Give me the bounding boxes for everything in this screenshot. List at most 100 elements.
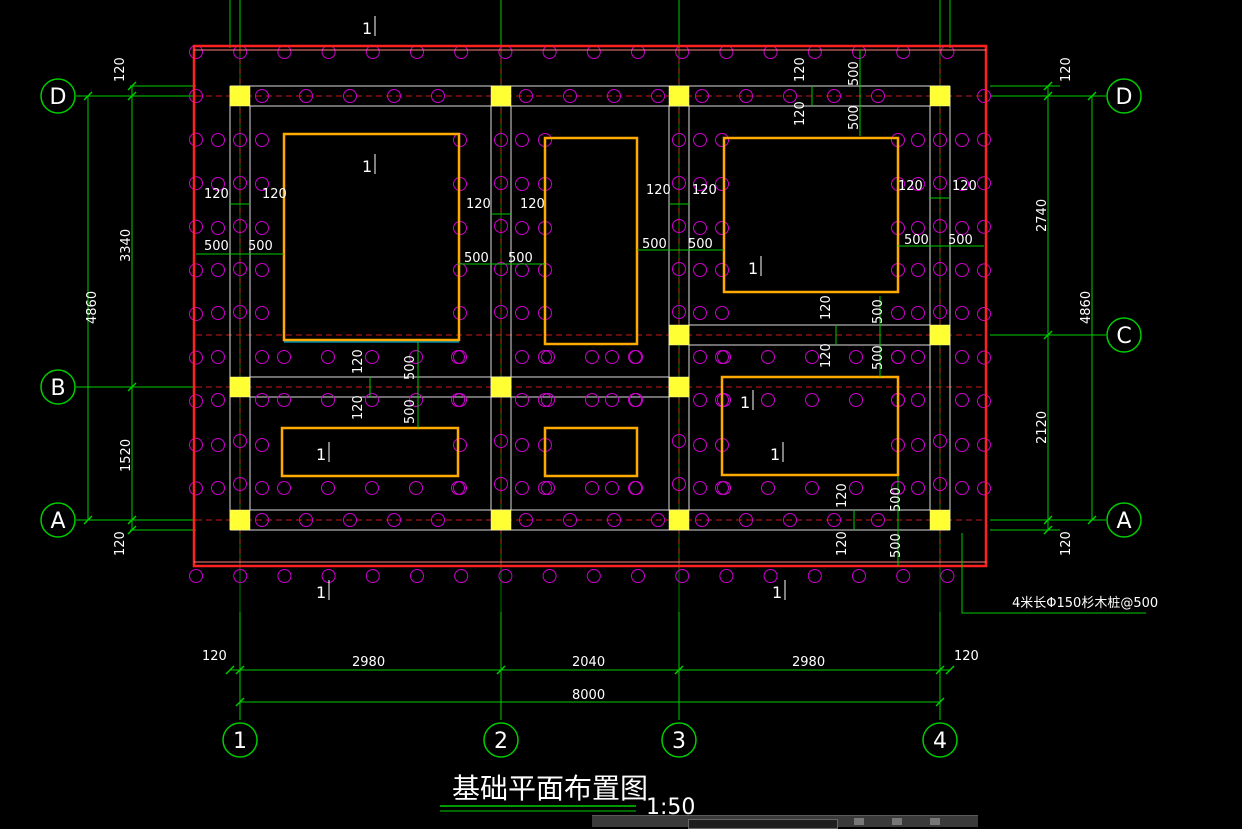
column-9[interactable] (229, 509, 251, 531)
dim-tick-r-5 (1043, 515, 1053, 525)
pile-81 (827, 513, 841, 527)
pile-231 (629, 481, 643, 495)
pile-202 (955, 263, 969, 277)
pile-235 (761, 350, 775, 364)
column-5[interactable] (929, 324, 951, 346)
dim-tick-l-1 (83, 515, 93, 525)
axis-bubble-left-B-label: B (50, 376, 65, 401)
column-3[interactable] (929, 85, 951, 107)
axis-bubble-right-D-label: D (1116, 85, 1133, 110)
axis-bubble-4-circle[interactable] (922, 722, 958, 758)
pit-opening-1[interactable] (543, 136, 639, 346)
minimize-icon[interactable] (854, 818, 864, 825)
pile-239 (805, 393, 819, 407)
pile-98 (672, 133, 686, 147)
axis-bubble-2-circle[interactable] (483, 722, 519, 758)
dim-text-edge-br: 120 (954, 649, 979, 664)
command-field[interactable] (688, 819, 838, 829)
dim-text-pile-0: 500 (204, 239, 229, 254)
pile-200 (955, 177, 969, 191)
pile-210 (277, 481, 291, 495)
pit-opening-3[interactable] (720, 375, 900, 477)
dim-tick-b1-1 (235, 665, 245, 675)
pile-23 (675, 569, 690, 583)
pit-opening-5[interactable] (543, 426, 639, 478)
column-7[interactable] (490, 376, 512, 398)
pit-opening-0[interactable] (282, 132, 461, 342)
pile-218 (409, 393, 423, 407)
axis-bubble-left-A-circle[interactable] (40, 502, 76, 538)
pile-190 (911, 133, 925, 147)
pile-229 (629, 350, 643, 364)
pile-209 (277, 393, 291, 407)
axis-bubble-right-C-circle[interactable] (1106, 317, 1142, 353)
pile-126 (255, 350, 269, 364)
pile-105 (933, 133, 947, 147)
pile-220 (451, 350, 465, 364)
column-8[interactable] (668, 376, 690, 398)
column-4[interactable] (668, 324, 690, 346)
dim-text-top-wall-a: 120 (793, 57, 808, 82)
dim-tick-b1-5 (945, 665, 955, 675)
pile-122 (255, 177, 269, 191)
pile-15 (498, 569, 513, 583)
dim-text-b-pile-a: 500 (403, 355, 418, 380)
axis-bubble-left-D-circle[interactable] (40, 78, 76, 114)
axis-bubble-right-A-circle[interactable] (1106, 502, 1142, 538)
dim-text-b-wall-a: 120 (351, 349, 366, 374)
pile-21 (631, 569, 645, 583)
pile-205 (955, 393, 969, 407)
dim-tick-b1-2 (496, 665, 506, 675)
column-1[interactable] (490, 85, 512, 107)
pile-109 (933, 305, 947, 319)
pile-100 (672, 219, 686, 233)
pit-opening-2[interactable] (722, 136, 900, 294)
pile-164 (693, 177, 707, 191)
pile-95 (494, 305, 508, 319)
pile-18 (586, 45, 601, 59)
axis-bubble-1-circle[interactable] (222, 722, 258, 758)
dim-text-right-total: 4860 (1079, 291, 1094, 324)
pile-158 (605, 393, 619, 407)
pile-42 (189, 219, 203, 234)
pile-128 (255, 438, 269, 452)
column-6[interactable] (229, 376, 251, 398)
section-mark-6: 1 (770, 445, 780, 464)
dim-text-left-span-1: 3340 (119, 229, 134, 262)
drawing-title: 基础平面布置图 (452, 772, 648, 805)
column-10[interactable] (490, 509, 512, 531)
axis-bubble-right-C-label: C (1116, 324, 1131, 349)
section-mark-3: 1 (772, 583, 782, 602)
pile-52 (189, 437, 203, 452)
pile-27 (763, 569, 778, 583)
pile-139 (515, 133, 529, 147)
dim-text-pile-3: 500 (508, 251, 533, 266)
section-mark-1: 1 (362, 157, 372, 176)
axis-bubble-left-A-label: A (50, 509, 65, 534)
close-icon[interactable] (930, 818, 940, 825)
pit-opening-4[interactable] (280, 426, 460, 478)
pile-60 (343, 89, 357, 103)
pile-97 (494, 477, 508, 491)
restore-icon[interactable] (892, 818, 902, 825)
column-11[interactable] (668, 509, 690, 531)
pile-69 (563, 513, 577, 527)
pile-61 (343, 513, 357, 527)
axis-bubble-left-B-circle[interactable] (40, 369, 76, 405)
pile-51 (977, 394, 991, 409)
pile-116 (211, 306, 225, 320)
pile-118 (211, 393, 225, 407)
dim-tick-b2-1 (935, 697, 945, 707)
pile-143 (515, 306, 529, 320)
column-2[interactable] (668, 85, 690, 107)
column-0[interactable] (229, 85, 251, 107)
pile-32 (896, 45, 911, 59)
axis-bubble-3-circle[interactable] (661, 722, 697, 758)
axis-bubble-right-D-circle[interactable] (1106, 78, 1142, 114)
dim-text-pile-6: 500 (904, 233, 929, 248)
pile-170 (693, 438, 707, 452)
column-12[interactable] (929, 509, 951, 531)
pile-117 (211, 350, 225, 364)
